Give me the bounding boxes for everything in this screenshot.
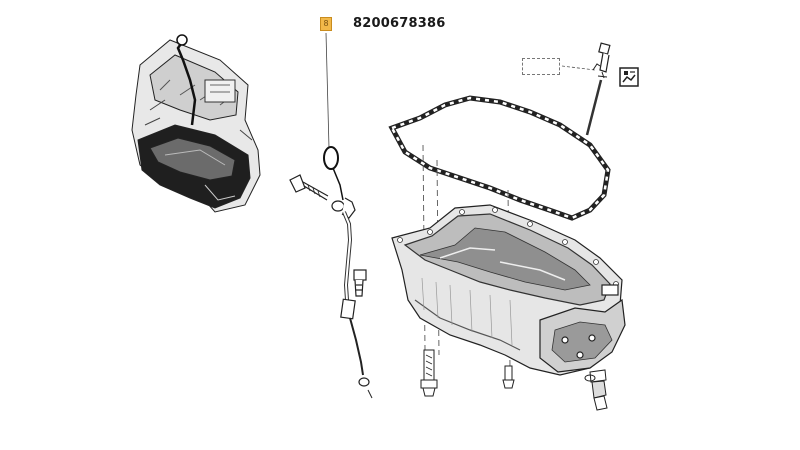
document-reference-icon[interactable]	[619, 67, 639, 87]
pan-bolts	[420, 349, 608, 411]
reference-box-icon[interactable]	[522, 58, 560, 75]
dipstick-tube-assembly	[289, 32, 373, 399]
callout-marker[interactable]: 8	[320, 17, 332, 31]
part-number-label[interactable]: 8200678386	[353, 16, 446, 31]
oil-pan	[391, 204, 626, 376]
oil-dipstick	[561, 42, 611, 136]
oil-pan-gasket	[388, 95, 611, 221]
engine-block-illustration	[131, 34, 261, 213]
